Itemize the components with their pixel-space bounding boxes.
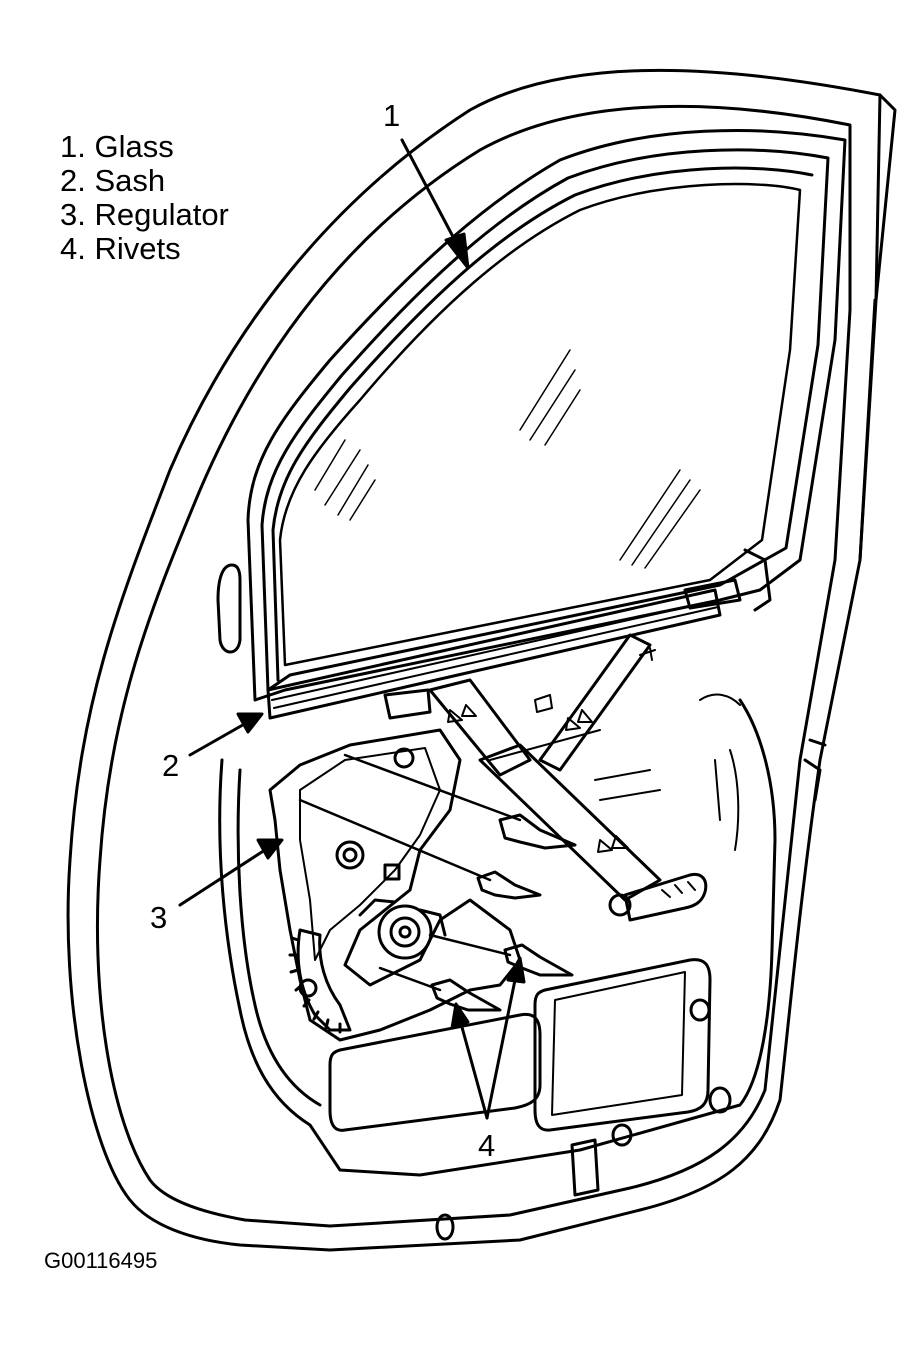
access-hole-3 <box>437 1215 453 1239</box>
leader-arrow-2 <box>190 722 248 755</box>
legend-item-glass: 1. Glass <box>60 129 174 164</box>
regulator-arm-2 <box>540 635 650 770</box>
leader-arrow-1 <box>402 140 460 250</box>
door-inner-panel-edge <box>238 770 320 1105</box>
window-glass <box>280 184 800 665</box>
sash-channel-lines <box>272 600 718 708</box>
window-frame-outer <box>248 130 845 700</box>
glass-reflection-2 <box>520 350 580 445</box>
arrowhead-3 <box>258 840 282 858</box>
plate-bolt-1-inner <box>344 849 356 861</box>
lower-opening-right-inner <box>552 972 685 1115</box>
rivet-1 <box>500 815 575 848</box>
access-hole-1 <box>710 1088 730 1112</box>
drive-mount <box>360 900 445 935</box>
rivet-line-3 <box>430 935 510 955</box>
slide-bracket-marks <box>662 882 695 897</box>
leader-arrow-4a <box>460 1020 487 1118</box>
slide-bracket <box>625 874 706 920</box>
window-frame-third <box>273 168 812 680</box>
arrowhead-1 <box>446 234 468 268</box>
access-hole-4 <box>691 1000 709 1020</box>
plate-bolt-1 <box>337 842 363 868</box>
drive-pulley-hub <box>400 927 410 937</box>
access-hole-2 <box>613 1125 631 1145</box>
rivet-2 <box>478 872 540 898</box>
door-inner-panel <box>220 700 775 1175</box>
arrowhead-4b <box>508 958 524 982</box>
arrowhead-2 <box>238 714 262 732</box>
sash-end-right <box>745 550 770 610</box>
access-slot <box>572 1140 598 1195</box>
leader-arrow-3 <box>180 848 268 905</box>
legend-item-sash: 2. Sash <box>60 163 166 198</box>
leader-arrow-4b <box>487 975 516 1118</box>
drive-pulley-outer <box>379 906 431 958</box>
arrowhead-4a <box>452 1004 468 1028</box>
glass-reflection-1 <box>315 440 375 520</box>
plate-bolt-3 <box>610 895 630 915</box>
rivet-line-1 <box>345 755 520 820</box>
lower-opening-right <box>535 960 710 1130</box>
lower-opening-left <box>330 1014 540 1130</box>
door-outer-inner-edge <box>97 106 850 1226</box>
panel-detail-lines <box>490 695 740 850</box>
callout-regulator: 3 <box>150 900 168 935</box>
callout-glass: 1 <box>383 98 401 133</box>
rivet-line-2 <box>300 800 490 880</box>
rivet-4 <box>432 980 500 1010</box>
window-frame-inner <box>262 150 828 690</box>
regulator-arm-1 <box>430 680 530 775</box>
drive-pulley-inner <box>391 918 419 946</box>
gear-hub <box>300 980 316 996</box>
regulator-arm-marks <box>448 705 628 852</box>
glass-stop <box>535 648 655 712</box>
legend-item-regulator: 3. Regulator <box>60 197 229 232</box>
figure-id: G00116495 <box>44 1248 158 1273</box>
sash-clip <box>385 580 740 718</box>
rivet-line-4 <box>380 968 440 990</box>
door-flange-right <box>860 95 895 560</box>
door-edge-hinge <box>805 740 825 800</box>
sash-channel <box>268 590 720 718</box>
bracket-slot <box>385 865 399 879</box>
regulator-plate-inner <box>300 748 440 960</box>
rivet-3 <box>505 945 572 975</box>
callout-sash: 2 <box>162 748 180 783</box>
callout-rivets: 4 <box>478 1128 496 1163</box>
legend-item-rivets: 4. Rivets <box>60 231 181 266</box>
plate-bolt-2 <box>395 749 413 767</box>
glass-reflection-3 <box>620 470 700 568</box>
door-outer-panel <box>68 70 880 1250</box>
legend: 1. Glass 2. Sash 3. Regulator 4. Rivets <box>60 130 229 266</box>
inner-panel-pocket-left <box>218 565 240 652</box>
regulator-arm-3 <box>480 745 660 900</box>
